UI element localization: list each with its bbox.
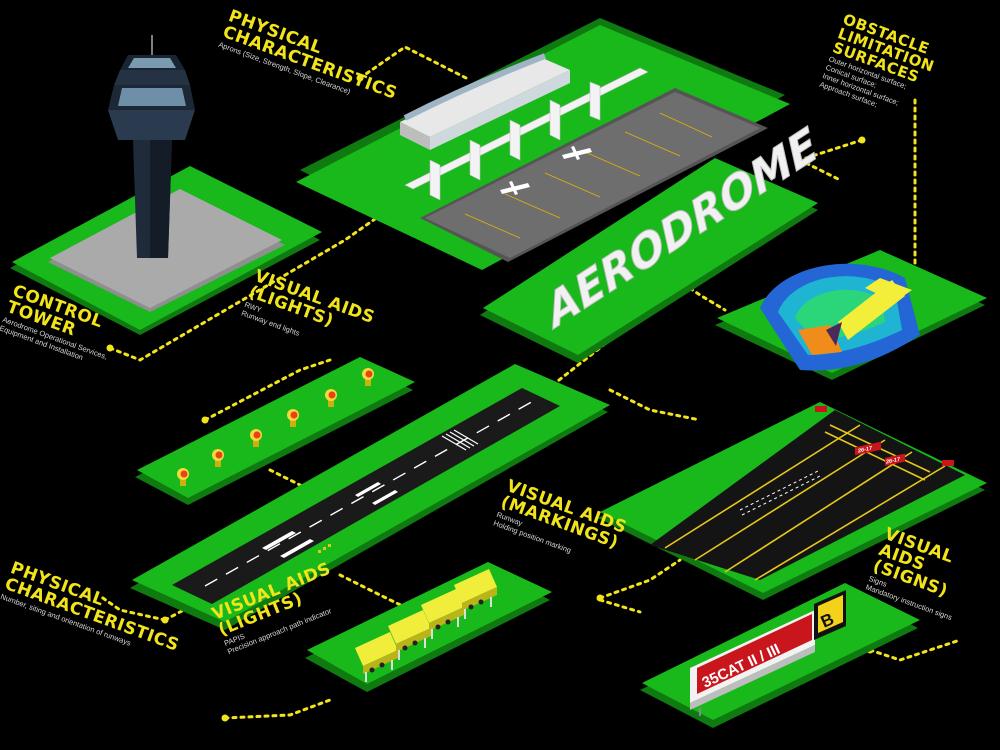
papi-units [355,569,497,682]
jet-bridges [404,67,649,201]
taxi-sign-1: 26-17 [858,446,872,455]
connector-markings-ground [598,598,642,614]
connector-lights-rwy [203,358,332,422]
parked-aircraft [500,146,592,195]
connector-phys-top [358,45,472,82]
connector-dots [106,74,874,722]
papi-unit [421,589,464,639]
connector-lights-runway [268,468,302,487]
connector-markings-signs [598,558,682,600]
light-unit [212,449,224,467]
runway-end-lights [177,368,374,486]
ols-surfaces [760,263,920,371]
connector-papis [223,698,332,720]
taxiway: 26-17 26-17 [650,406,965,581]
connector-tower [108,203,397,362]
runway-lights-platform [135,357,415,505]
taxi-holding-signs: 26-17 26-17 [855,441,905,466]
light-unit [362,368,374,386]
taxi-sign-2: 26-17 [886,457,900,466]
connector-runway-markings [608,388,702,422]
papi-unit [454,569,497,619]
apron-platform [296,18,790,270]
light-unit [287,409,299,427]
light-unit [177,468,189,486]
threshold-marks [441,429,479,451]
aerodrome-word-platform [480,158,818,363]
papi-unit [388,610,431,660]
terminal-building [400,53,570,150]
control-tower [108,35,195,258]
connector-signs [868,638,962,662]
runway [172,388,560,604]
connector-phys-bottom [98,594,167,622]
light-unit [325,389,337,407]
light-unit [250,429,262,447]
mandatory-sign: 35CAT II / III B [690,590,846,716]
papi-unit [355,632,398,682]
connector-ols [796,138,864,182]
